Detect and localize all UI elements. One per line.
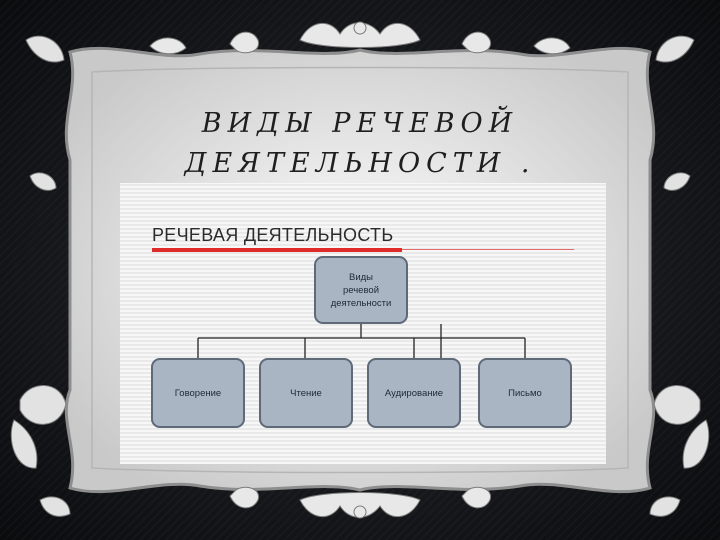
child-node-reading: Чтение <box>259 358 353 428</box>
slide-title: ВИДЫ РЕЧЕВОЙ ДЕЯТЕЛЬНОСТИ . <box>150 104 570 184</box>
root-node: Виды речевой деятельности <box>314 256 408 324</box>
diagram-heading: РЕЧЕВАЯ ДЕЯТЕЛЬНОСТЬ <box>152 225 394 245</box>
child-node-label: Чтение <box>290 387 322 399</box>
child-node-writing: Письмо <box>478 358 572 428</box>
heading-accent-rule <box>152 248 402 252</box>
child-node-speaking: Говорение <box>151 358 245 428</box>
root-node-line2: речевой <box>342 284 379 296</box>
root-node-line3: деятельности <box>330 297 392 309</box>
child-node-label: Говорение <box>174 387 222 399</box>
root-node-line1: Виды <box>348 271 373 283</box>
slide-title-line1: ВИДЫ РЕЧЕВОЙ <box>201 108 519 139</box>
heading-thin-rule <box>402 249 574 250</box>
slide-title-line2: ДЕЯТЕЛЬНОСТИ . <box>184 148 536 179</box>
child-node-label: Письмо <box>508 387 542 399</box>
child-node-label: Аудирование <box>384 387 444 399</box>
child-node-listening: Аудирование <box>367 358 461 428</box>
